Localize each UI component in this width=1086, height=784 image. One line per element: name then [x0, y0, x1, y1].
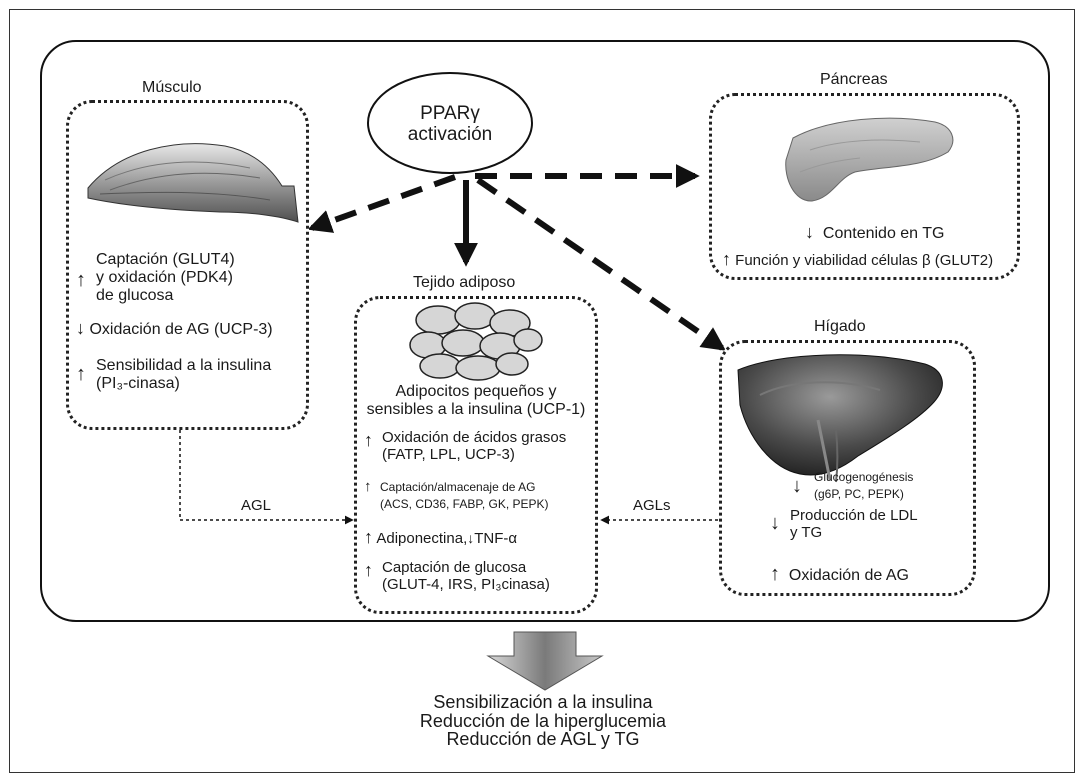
adipose-item-2: ↑ Captación/almacenaje de AG(ACS, CD36, …	[364, 478, 549, 511]
muscle-item-2: ↓ Oxidación de AG (UCP-3)	[76, 318, 273, 338]
liver-item-3: ↑ Oxidación de AG	[770, 563, 909, 585]
arrow-to-muscle	[307, 174, 457, 233]
muscle-item-3: ↑ Sensibilidad a la insulina(PI₃-cinasa)	[76, 357, 272, 392]
adipose-item-4: ↑ Captación de glucosa(GLUT-4, IRS, PI₃c…	[364, 559, 550, 593]
agl-label: AGL	[241, 497, 272, 514]
liver-item-1: ↓ Glucogenogénesis(g6P, PC, PEPK)	[792, 470, 914, 502]
pparg-ellipse	[367, 72, 533, 174]
pancreas-item-2: ↑ Función y viabilidad células β (GLUT2)	[722, 249, 994, 269]
adipose-item-1: ↑ Oxidación de ácidos grasos(FATP, LPL, …	[364, 429, 567, 463]
adipose-title: Tejido adiposo	[413, 274, 516, 291]
figure-frame	[9, 9, 1075, 773]
adipose-item-3: ↑ Adiponectina,↓TNF-α	[364, 527, 518, 547]
muscle-item-1: ↑ Captación (GLUT4)y oxidación (PDK4)de …	[76, 251, 235, 304]
arrow-to-liver	[476, 177, 726, 351]
body-outline	[40, 40, 1050, 622]
liver-title: Hígado	[814, 318, 866, 335]
muscle-title: Músculo	[142, 79, 202, 96]
agl-flow-line	[179, 430, 354, 525]
agls-label: AGLs	[633, 497, 671, 514]
outcome-arrow	[486, 631, 604, 691]
pancreas-item-1: ↓ Contenido en TG	[805, 222, 945, 242]
pancreas-title: Páncreas	[820, 71, 888, 88]
muscle-box	[66, 100, 309, 430]
